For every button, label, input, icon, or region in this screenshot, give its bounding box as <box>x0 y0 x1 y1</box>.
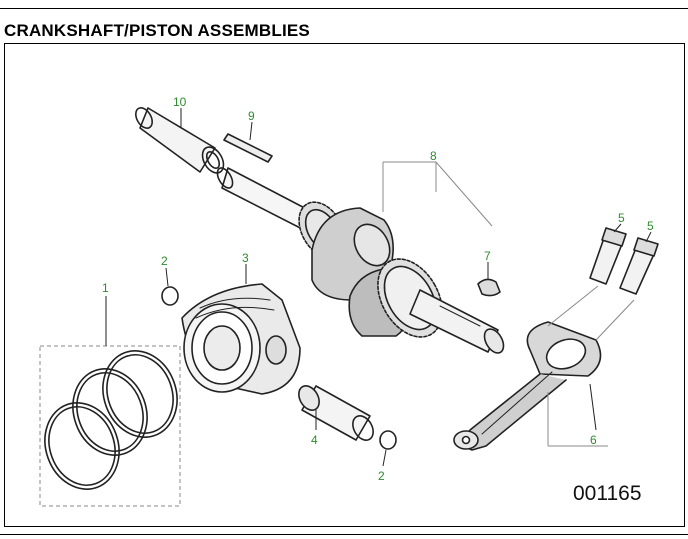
part-10-shaft-sleeve <box>135 107 225 174</box>
part-1-piston-rings <box>44 350 178 490</box>
part-4-piston-pin <box>298 385 374 441</box>
callout-8: 8 <box>430 149 437 163</box>
figure-id: 001165 <box>573 482 642 505</box>
part-9-key <box>223 133 273 163</box>
callout-10: 10 <box>173 95 187 109</box>
callout-9: 9 <box>248 109 255 123</box>
callout-6: 6 <box>590 433 597 447</box>
callout-5-left: 5 <box>618 211 625 225</box>
bottom-rule <box>0 534 688 535</box>
part-7-woodruff-key <box>477 278 501 297</box>
part-2-circlip-lower <box>379 430 397 450</box>
callout-4: 4 <box>311 433 318 447</box>
part-5-bolt-right <box>619 237 659 295</box>
part-6-connecting-rod <box>453 321 602 451</box>
callout-7: 7 <box>484 249 491 263</box>
leader-lines <box>39 108 652 507</box>
callout-2-lower: 2 <box>378 469 385 483</box>
callout-3: 3 <box>242 251 249 265</box>
diagram-frame <box>4 43 685 527</box>
page-title: CRANKSHAFT/PISTON ASSEMBLIES <box>4 21 310 40</box>
callout-2-upper: 2 <box>161 254 168 268</box>
part-2-circlip-upper <box>161 286 179 306</box>
part-3-piston <box>181 283 301 395</box>
callout-5-right: 5 <box>647 219 654 233</box>
part-5-bolt-left <box>589 227 627 285</box>
part-8-crankshaft <box>216 167 505 354</box>
top-rule <box>0 8 688 9</box>
callout-1: 1 <box>102 281 109 295</box>
